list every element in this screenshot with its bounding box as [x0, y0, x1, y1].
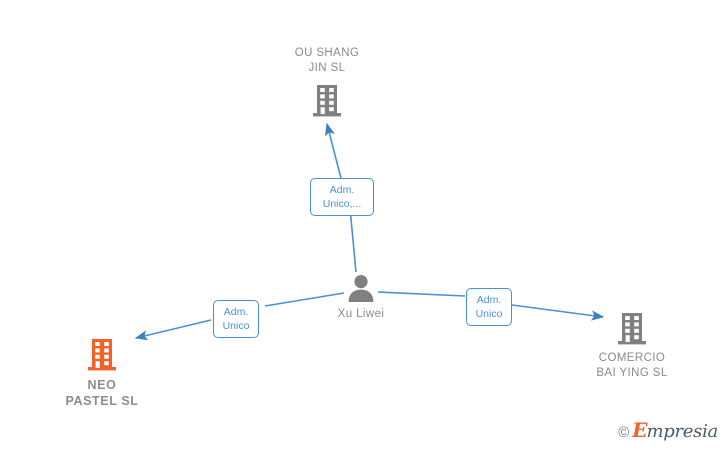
- brand-name: mpresia: [646, 421, 719, 442]
- node-comercio-bai-ying[interactable]: COMERCIO BAI YING SL: [574, 310, 690, 381]
- node-xu-liwei[interactable]: Xu Liwei: [311, 274, 411, 322]
- edge-line-xu-to-comercio: [377, 291, 466, 297]
- node-ou-shang-jin[interactable]: OU SHANG JIN SL: [272, 46, 382, 118]
- copyright-icon: ©: [618, 424, 630, 441]
- node-label-comercio-bai-ying: COMERCIO BAI YING SL: [596, 352, 668, 379]
- building-icon: [615, 310, 649, 346]
- person-icon: [344, 274, 378, 302]
- relation-label-xu-to-comercio[interactable]: Adm. Unico: [466, 288, 512, 326]
- relation-label-xu-to-ou-shang-jin[interactable]: Adm. Unico,...: [310, 178, 374, 216]
- empresia-watermark: © E mpresia: [618, 418, 718, 442]
- building-icon: [310, 82, 344, 118]
- brand-initial: E: [632, 418, 647, 442]
- edge-arrow-xu-to-ou-shang-jin: [324, 122, 344, 187]
- relation-label-xu-to-neo-pastel[interactable]: Adm. Unico: [213, 300, 259, 338]
- node-label-xu-liwei: Xu Liwei: [337, 308, 385, 320]
- node-neo-pastel[interactable]: NEO PASTEL SL: [47, 336, 157, 409]
- edge-line-xu-to-ou-shang-jin: [349, 207, 357, 273]
- edge-arrow-xu-to-neo-pastel: [134, 319, 212, 341]
- node-label-ou-shang-jin: OU SHANG JIN SL: [294, 47, 360, 74]
- edge-line-xu-to-neo-pastel: [264, 292, 345, 307]
- building-icon: [85, 336, 119, 372]
- node-label-neo-pastel: NEO PASTEL SL: [65, 378, 139, 408]
- edge-arrow-xu-to-comercio: [511, 304, 605, 321]
